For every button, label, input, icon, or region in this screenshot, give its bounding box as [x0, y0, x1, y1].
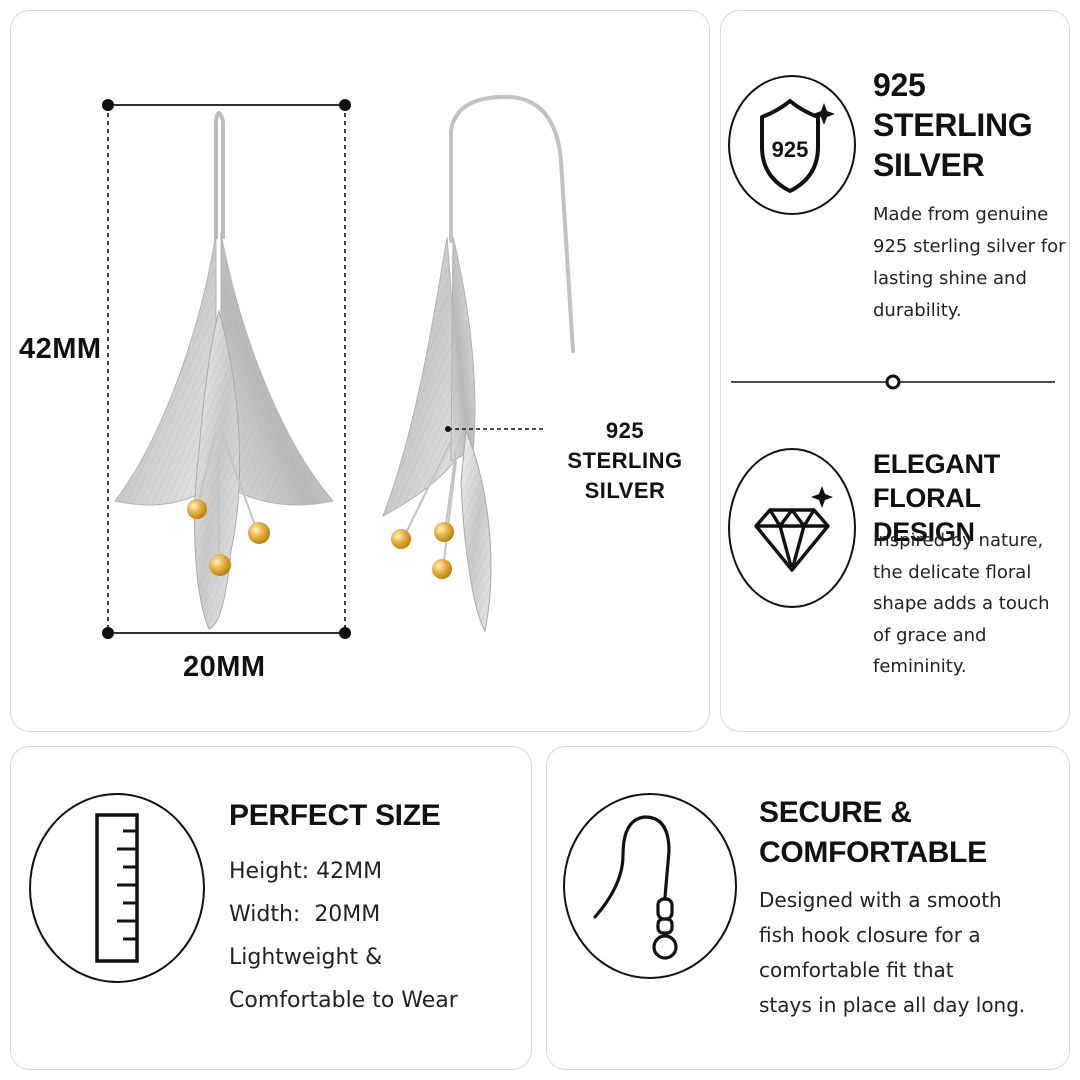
- size-detail-line: Width: 20MM: [229, 902, 381, 927]
- size-title: PERFECT SIZE: [229, 799, 441, 832]
- feature-description-line: Made from genuine: [873, 204, 1049, 225]
- section-divider: [731, 374, 1055, 390]
- secure-details: Designed with a smooth fish hook closure…: [759, 883, 1025, 1023]
- badge-circle: 925: [728, 75, 856, 215]
- material-callout: 925 STERLING SILVER: [545, 416, 705, 506]
- ruler-icon: [95, 813, 139, 963]
- fish-hook-icon: [593, 815, 678, 960]
- feature-description-line: of grace and: [873, 624, 987, 646]
- feature-description-line: shape adds a touch: [873, 593, 1050, 614]
- badge-text: 925: [772, 137, 809, 162]
- secure-detail-line: comfortable fit that: [759, 958, 954, 982]
- secure-detail-line: fish hook closure for a: [759, 923, 981, 947]
- front-earring: [114, 111, 334, 630]
- feature-title-line: STERLING: [873, 107, 1033, 143]
- feature-description-line: durability.: [873, 300, 962, 321]
- feature-description-line: Inspired by nature,: [873, 530, 1044, 551]
- feature-description-line: femininity.: [873, 656, 967, 677]
- side-earring: [382, 94, 575, 633]
- secure-title-line: SECURE &: [759, 796, 912, 829]
- product-illustration: [102, 94, 575, 639]
- diamond-circle: [728, 448, 856, 608]
- hook-circle: [563, 793, 737, 979]
- size-detail-line: Comfortable to Wear: [229, 988, 458, 1013]
- size-detail-line: Height: 42MM: [229, 859, 383, 884]
- feature-title-line: FLORAL DESIGN: [873, 483, 981, 547]
- features-card: 925 925 STERLING SILVER Made from genuin…: [720, 10, 1070, 732]
- dimension-lines: [102, 99, 351, 639]
- material-callout-line2: SILVER: [584, 478, 666, 503]
- 925-shield-icon: 925: [760, 99, 835, 193]
- feature-title-line: 925: [873, 67, 926, 103]
- secure-title: SECURE & COMFORTABLE: [759, 793, 987, 873]
- feature-title-silver: 925 STERLING SILVER: [873, 65, 1033, 185]
- secure-detail-line: stays in place all day long.: [759, 993, 1026, 1017]
- material-callout-line1: 925 STERLING: [567, 418, 683, 473]
- feature-title-line: SILVER: [873, 147, 985, 183]
- diamond-icon: [754, 486, 833, 572]
- size-detail-line: Lightweight &: [229, 945, 383, 970]
- ruler-circle: [29, 793, 205, 983]
- height-dimension-label: 42MM: [19, 333, 102, 365]
- product-image-card: 42MM 20MM 925 STERLING SILVER: [10, 10, 710, 732]
- feature-description-line: lasting shine and: [873, 268, 1027, 289]
- feature-description-floral: Inspired by nature, the delicate floral …: [873, 525, 1050, 683]
- feature-description-line: the delicate floral: [873, 561, 1032, 583]
- width-dimension-label: 20MM: [183, 651, 266, 683]
- secure-detail-line: Designed with a smooth: [759, 888, 1002, 912]
- feature-description-silver: Made from genuine 925 sterling silver fo…: [873, 199, 1066, 327]
- feature-description-line: 925 sterling silver for: [873, 236, 1066, 257]
- secure-title-line: COMFORTABLE: [759, 836, 987, 869]
- feature-title-line: ELEGANT: [873, 449, 1000, 479]
- secure-card: SECURE & COMFORTABLE Designed with a smo…: [546, 746, 1070, 1070]
- size-details: Height: 42MM Width: 20MM Lightweight & C…: [229, 850, 458, 1022]
- feature-title-floral: ELEGANT FLORAL DESIGN: [873, 447, 1069, 549]
- size-card: PERFECT SIZE Height: 42MM Width: 20MM Li…: [10, 746, 532, 1070]
